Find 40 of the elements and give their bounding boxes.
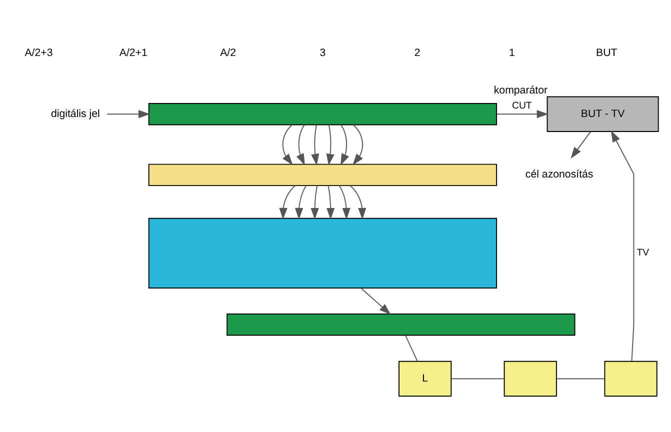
connector [556,378,605,380]
arrow [106,110,150,118]
node-box [504,360,557,397]
node-bar [226,314,576,336]
node-box: BUT - TV [546,96,659,132]
label: 1 [509,46,515,59]
node-bar [148,164,498,186]
node-box [604,360,658,397]
label: A/2 [220,46,236,59]
edge-label: TV [636,248,650,259]
arrow [352,124,363,166]
arrow [282,124,293,166]
arrow [294,185,307,220]
label: A/2+1 [119,46,148,59]
arrow [610,130,634,362]
label: A/2+3 [24,46,53,59]
edge-label: CUT [512,100,532,112]
arrow [340,124,350,166]
arrow [360,288,391,315]
node-box [148,218,498,288]
arrow [279,185,296,220]
arrow [496,110,548,118]
arrow [326,185,335,220]
node-text: cél azonosítás [525,168,594,181]
node-text: digitális jel [50,108,100,120]
label: 3 [320,46,326,59]
connector [450,378,505,380]
arrow [350,185,366,220]
label: 2 [414,46,420,59]
node-bar [148,103,498,126]
arrow [570,131,591,159]
connector [405,335,418,362]
arrow [338,185,350,220]
arrow [326,124,334,166]
node-box: L [398,360,452,397]
node-label: komparátor [494,84,548,97]
arrow [310,185,319,220]
arrow [296,124,305,166]
label: BUT [596,46,618,59]
arrow [311,124,320,166]
